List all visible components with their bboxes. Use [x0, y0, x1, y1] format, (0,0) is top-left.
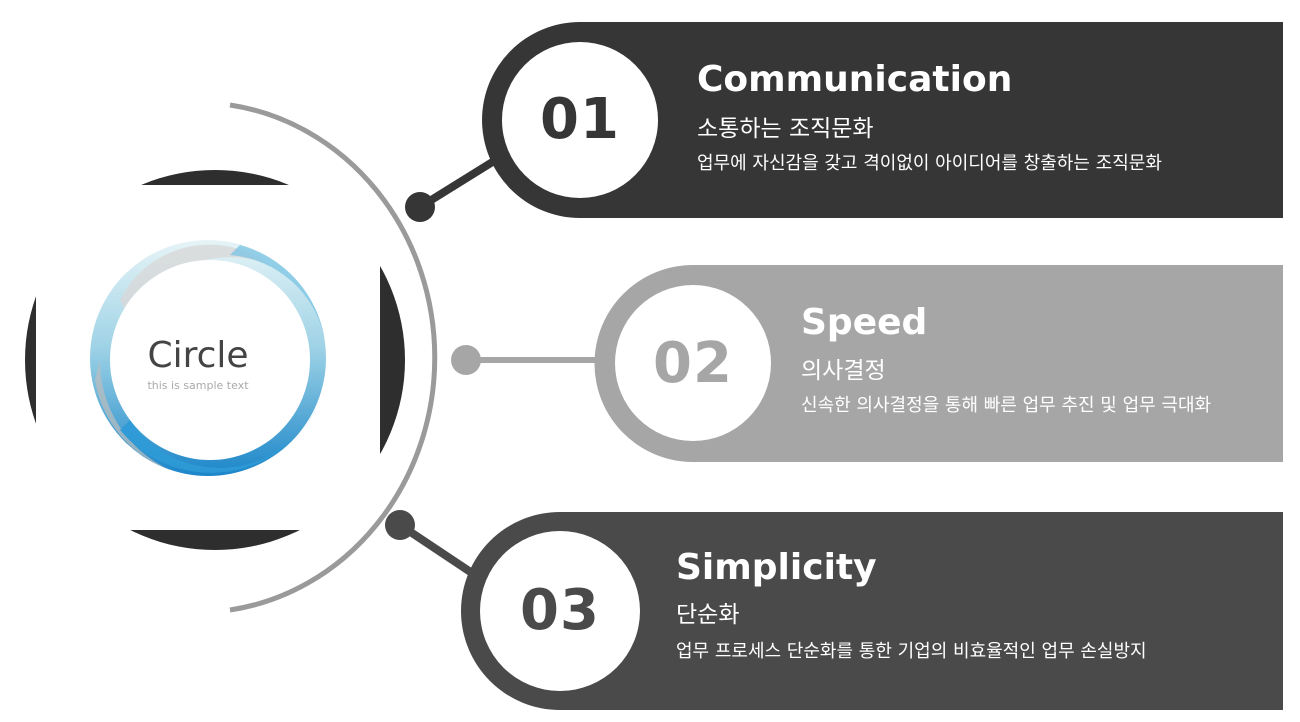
- item-subtitle-01: 소통하는 조직문화: [697, 116, 874, 142]
- item-number-03: 03: [520, 578, 600, 643]
- center-subtitle: this is sample text: [147, 379, 249, 392]
- connector-line-03: [397, 521, 493, 589]
- item-description-02: 신속한 의사결정을 통해 빠른 업무 추진 및 업무 극대화: [801, 395, 1212, 416]
- item-subtitle-03: 단순화: [676, 602, 740, 628]
- item-title-03: Simplicity: [676, 547, 877, 588]
- center-title: Circle: [147, 335, 249, 376]
- node-dot-03: [385, 510, 415, 540]
- item-description-03: 업무 프로세스 단순화를 통한 기업의 비효율적인 업무 손실방지: [676, 641, 1147, 662]
- connector-line-01: [417, 144, 518, 211]
- item-subtitle-02: 의사결정: [801, 358, 886, 384]
- item-number-01: 01: [540, 87, 620, 152]
- item-description-01: 업무에 자신감을 갖고 격이없이 아이디어를 창출하는 조직문화: [697, 153, 1162, 174]
- item-title-02: Speed: [801, 302, 928, 343]
- item-title-01: Communication: [697, 59, 1013, 100]
- item-number-02: 02: [653, 331, 733, 396]
- node-dot-01: [405, 192, 435, 222]
- node-dot-02: [451, 345, 481, 375]
